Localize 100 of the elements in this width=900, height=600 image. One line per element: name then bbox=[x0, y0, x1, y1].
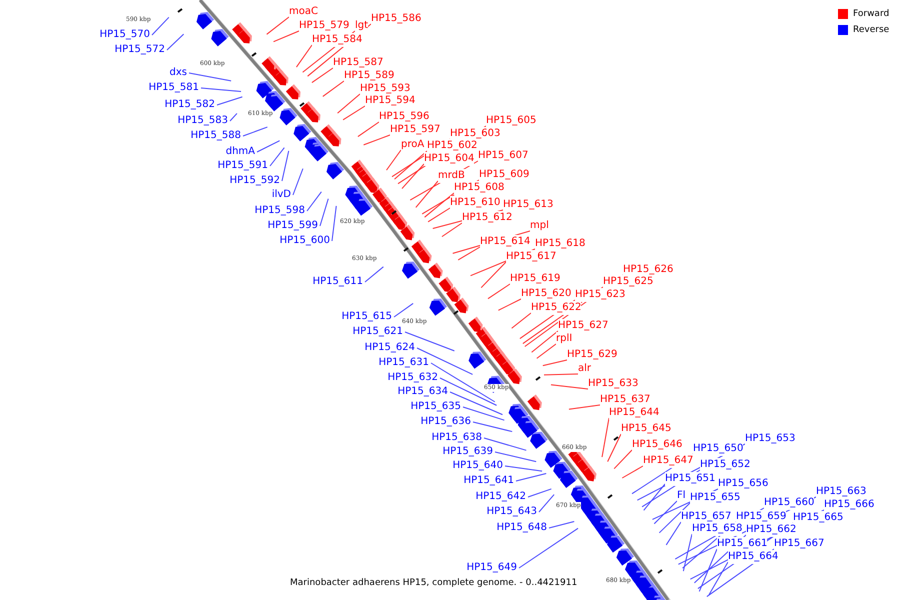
gene-label: HP15_611 bbox=[312, 275, 363, 289]
gene-label: HP15_610 bbox=[450, 196, 500, 210]
gene-label: HP15_579 bbox=[299, 19, 350, 33]
gene-label: HP15_639 bbox=[442, 445, 493, 459]
gene-label: HP15_631 bbox=[378, 356, 429, 370]
leader-line bbox=[242, 126, 268, 136]
gene-label: HP15_629 bbox=[567, 348, 618, 362]
gene-label: HP15_582 bbox=[164, 98, 215, 112]
gene-label: HP15_625 bbox=[603, 275, 654, 289]
gene-label: HP15_660 bbox=[764, 496, 814, 510]
leader-line bbox=[404, 332, 455, 352]
leader-line bbox=[550, 384, 588, 390]
leader-line bbox=[654, 500, 678, 524]
gene-label: HP15_587 bbox=[333, 56, 384, 70]
leader-line bbox=[152, 16, 170, 36]
leader-line bbox=[337, 94, 360, 114]
leader-line bbox=[538, 494, 555, 512]
gene-label: HP15_614 bbox=[480, 235, 530, 249]
gene-label: HP15_617 bbox=[506, 250, 556, 264]
leader-line bbox=[440, 378, 498, 406]
leader-line bbox=[430, 362, 496, 402]
leader-line bbox=[320, 198, 329, 226]
gene-label: HP15_594 bbox=[365, 94, 416, 108]
gene-label: HP15_632 bbox=[388, 371, 438, 385]
leader-line bbox=[542, 360, 568, 366]
leader-line bbox=[364, 266, 384, 282]
leader-line bbox=[682, 534, 692, 572]
leader-line bbox=[462, 406, 505, 421]
gene-label: Fl bbox=[677, 489, 686, 503]
leader-line bbox=[402, 164, 424, 190]
leader-line bbox=[357, 122, 380, 138]
leader-line bbox=[394, 302, 414, 318]
gene-label: HP15_653 bbox=[745, 432, 796, 446]
gene-label: HP15_651 bbox=[665, 472, 716, 486]
gene-label: HP15_584 bbox=[312, 33, 362, 47]
gene-label: HP15_620 bbox=[521, 287, 572, 301]
leader-line bbox=[450, 392, 503, 416]
gene-label: HP15_597 bbox=[390, 123, 440, 137]
leader-line bbox=[424, 192, 454, 218]
leader-line bbox=[516, 472, 547, 482]
leader-line bbox=[698, 548, 718, 592]
gene-label: HP15_667 bbox=[774, 537, 824, 551]
caption: Marinobacter adhaerens HP15, complete genome. - 0..4421911 bbox=[290, 577, 578, 589]
leader-line bbox=[536, 344, 556, 359]
leader-line bbox=[484, 438, 527, 451]
gene-label: HP15_636 bbox=[420, 415, 471, 429]
gene-label: HP15_638 bbox=[432, 431, 482, 445]
legend-label: Reverse bbox=[853, 24, 890, 36]
leader-line bbox=[458, 246, 480, 260]
leader-line bbox=[531, 330, 558, 353]
leader-line bbox=[607, 434, 622, 462]
gene-label: HP15_665 bbox=[793, 511, 844, 525]
gene-label: HP15_627 bbox=[558, 319, 608, 333]
leader-line bbox=[643, 484, 666, 511]
leader-line bbox=[322, 80, 344, 97]
gene-label: HP15_605 bbox=[486, 114, 536, 128]
leader-line bbox=[472, 422, 513, 432]
gene-label: HP15_643 bbox=[486, 505, 537, 519]
leader-line bbox=[441, 222, 462, 238]
leader-line bbox=[504, 466, 543, 472]
gene-label: HP15_612 bbox=[462, 211, 512, 225]
gene-label: HP15_613 bbox=[503, 198, 554, 212]
gene-label: HP15_619 bbox=[510, 272, 560, 286]
leader-line bbox=[488, 284, 510, 300]
leader-line bbox=[494, 452, 537, 462]
gene-label: HP15_633 bbox=[588, 377, 638, 391]
leader-line bbox=[230, 112, 238, 122]
leader-line bbox=[666, 522, 682, 546]
gene-label: HP15_621 bbox=[352, 325, 403, 339]
leader-line bbox=[306, 191, 322, 212]
leader-line bbox=[200, 88, 242, 92]
leader-line bbox=[498, 298, 522, 311]
gene-label: HP15_640 bbox=[452, 459, 503, 473]
leader-line bbox=[363, 134, 390, 146]
gene-label: HP15_661 bbox=[717, 537, 768, 551]
gene-label: HP15_607 bbox=[478, 149, 528, 163]
gene-label: HP15_586 bbox=[371, 12, 422, 26]
leader-line bbox=[188, 72, 232, 82]
gene-label: HP15_618 bbox=[535, 237, 586, 251]
gene-label: HP15_608 bbox=[454, 181, 504, 195]
gene-label: HP15_596 bbox=[379, 110, 430, 124]
gene-label: HP15_570 bbox=[100, 28, 150, 42]
gene-label: HP15_622 bbox=[531, 301, 582, 315]
gene-label: HP15_581 bbox=[148, 81, 199, 95]
gene-label: HP15_655 bbox=[690, 491, 740, 505]
gene-label: HP15_609 bbox=[479, 168, 530, 182]
gene-label: HP15_599 bbox=[268, 219, 318, 233]
gene-label: HP15_624 bbox=[364, 341, 415, 355]
gene-label: HP15_659 bbox=[736, 510, 786, 524]
legend-label: Forward bbox=[853, 8, 890, 20]
leader-line bbox=[394, 150, 428, 180]
gene-label: mrdB bbox=[438, 169, 465, 183]
leader-line bbox=[292, 168, 304, 196]
gene-label: HP15_634 bbox=[398, 385, 448, 399]
leader-line bbox=[428, 208, 450, 222]
gene-label: HP15_652 bbox=[700, 458, 750, 472]
leader-line bbox=[270, 147, 285, 166]
gene-label: HP15_647 bbox=[643, 454, 694, 468]
leader-line bbox=[544, 374, 578, 376]
gene-label: HP15_635 bbox=[410, 400, 461, 414]
